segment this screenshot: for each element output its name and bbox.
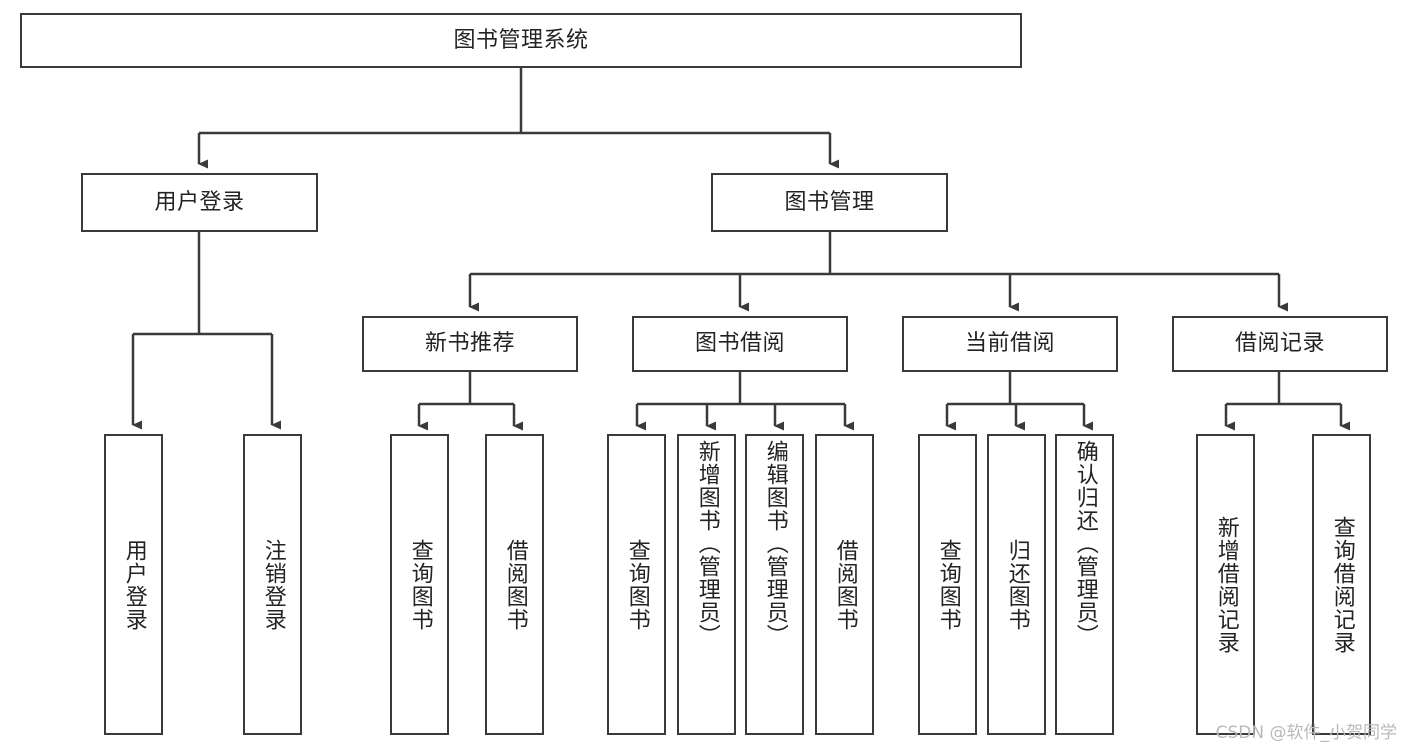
node-user-login[interactable]: 用户登录 — [81, 173, 318, 232]
node-label: 用户登录 — [121, 538, 147, 631]
node-current-borrow[interactable]: 当前借阅 — [902, 316, 1118, 372]
node-leaf-confirm-return[interactable]: 确认归还（管理员） — [1055, 434, 1114, 735]
node-label: 查询借阅记录 — [1329, 515, 1355, 654]
node-label: 借阅图书 — [832, 538, 858, 631]
node-label: 查询图书 — [624, 538, 650, 631]
node-leaf-query-book-1[interactable]: 查询图书 — [390, 434, 449, 735]
node-leaf-add-record[interactable]: 新增借阅记录 — [1196, 434, 1255, 735]
node-leaf-query-book-2[interactable]: 查询图书 — [607, 434, 666, 735]
node-label: 新增借阅记录 — [1213, 515, 1239, 654]
node-label: 编辑图书（管理员） — [762, 440, 788, 647]
node-borrow-record[interactable]: 借阅记录 — [1172, 316, 1388, 372]
node-label: 查询图书 — [407, 538, 433, 631]
node-leaf-borrow-book-2[interactable]: 借阅图书 — [815, 434, 874, 735]
node-label: 查询图书 — [935, 538, 961, 631]
node-leaf-borrow-book-1[interactable]: 借阅图书 — [485, 434, 544, 735]
node-label: 图书管理 — [784, 189, 875, 215]
node-leaf-edit-book[interactable]: 编辑图书（管理员） — [745, 434, 804, 735]
node-label: 注销登录 — [260, 538, 286, 631]
node-label: 图书管理系统 — [453, 27, 589, 53]
node-label: 用户登录 — [154, 189, 245, 215]
node-new-book-recommend[interactable]: 新书推荐 — [362, 316, 578, 372]
node-leaf-query-book-3[interactable]: 查询图书 — [918, 434, 977, 735]
node-label: 借阅记录 — [1234, 331, 1325, 357]
node-label: 归还图书 — [1004, 538, 1030, 631]
watermark-text: CSDN @软件_小贺同学 — [1215, 723, 1397, 743]
node-label: 借阅图书 — [502, 538, 528, 631]
node-label: 新增图书（管理员） — [694, 440, 720, 647]
node-book-management[interactable]: 图书管理 — [711, 173, 948, 232]
node-leaf-query-record[interactable]: 查询借阅记录 — [1312, 434, 1371, 735]
node-label: 图书借阅 — [694, 331, 785, 357]
node-system-root[interactable]: 图书管理系统 — [20, 13, 1022, 68]
node-leaf-logout-login[interactable]: 注销登录 — [243, 434, 302, 735]
node-leaf-return-book[interactable]: 归还图书 — [987, 434, 1046, 735]
node-leaf-user-login[interactable]: 用户登录 — [104, 434, 163, 735]
node-label: 确认归还（管理员） — [1072, 440, 1098, 647]
node-leaf-add-book[interactable]: 新增图书（管理员） — [677, 434, 736, 735]
node-label: 新书推荐 — [424, 331, 515, 357]
node-label: 当前借阅 — [964, 331, 1055, 357]
node-book-borrow[interactable]: 图书借阅 — [632, 316, 848, 372]
